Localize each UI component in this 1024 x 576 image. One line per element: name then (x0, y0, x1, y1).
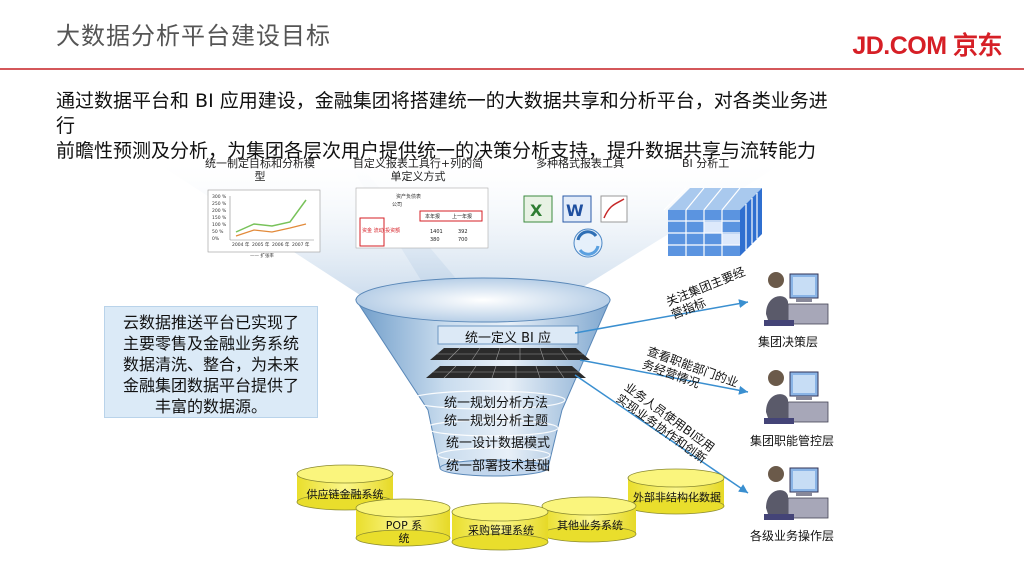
layer-bi-app: 统一定义 BI 应 (464, 331, 552, 346)
callout-line: 金融集团数据平台提供了 (122, 376, 299, 395)
report-cell: 700 (458, 237, 468, 243)
word-icon: W (562, 195, 592, 223)
jd-logo: JD.COM 京东 (852, 32, 1002, 60)
title-divider (0, 68, 1024, 70)
pdf-icon (600, 195, 628, 223)
caption-report: 自定义报表工具行+列的简单定义方式 (352, 157, 484, 183)
svg-text:W: W (566, 201, 584, 220)
bi-cube-icon (663, 187, 762, 256)
user-label-decision: 集团决策层 (758, 335, 819, 349)
user-figure-ops (764, 466, 829, 520)
db-cylinder-external (627, 468, 725, 515)
refresh-icon (573, 228, 603, 258)
report-rows: 资金 流动 投资额 (362, 227, 400, 234)
y-tick: 200 % (212, 208, 227, 214)
excel-icon: X (523, 195, 553, 223)
y-tick: 0% (212, 236, 220, 242)
callout-line: 数据清洗、整合，为未来 (122, 355, 299, 374)
user-figure-mgmt (764, 370, 829, 424)
report-cell: 392 (458, 229, 468, 235)
db-label-pop: POP 系统 (385, 519, 423, 545)
legend: —— 扩张率 (250, 252, 274, 259)
y-tick: 250 % (212, 201, 227, 207)
user-label-ops: 各级业务操作层 (750, 529, 835, 543)
intro-paragraph: 通过数据平台和 BI 应用建设，金融集团将搭建统一的大数据共享和分析平台，对各类… (56, 89, 936, 164)
flow-arrows (574, 299, 749, 494)
report-cell: 1401 (430, 229, 443, 235)
intro-line: 通过数据平台和 BI 应用建设，金融集团将搭建统一的大数据共享和分析平台，对各类… (56, 90, 828, 112)
x-tick: 2005 年 (252, 241, 270, 248)
data-funnel (355, 277, 611, 477)
x-tick: 2004 年 (232, 241, 250, 248)
db-cylinder-pop (355, 498, 451, 547)
db-label-supply-chain: 供应链金融系统 (306, 488, 384, 501)
caption-formats: 多种格式报表工具 (536, 157, 624, 170)
callout-line: 云数据推送平台已实现了 (122, 313, 299, 332)
y-tick: 150 % (212, 215, 227, 221)
db-label-procurement: 采购管理系统 (468, 524, 534, 537)
mini-report-table: 资产负债表 公司 本年报 上一年报 1401 392 380 700 资金 流动… (355, 187, 489, 249)
layer-topic: 统一规划分析主题 (443, 414, 548, 429)
caption-model: 统一制定目标和分析模型 (205, 157, 315, 183)
callout-line: 主要零售及金融业务系统 (122, 334, 299, 353)
layer-design: 统一设计数据模式 (445, 436, 550, 451)
layer-deploy: 统一部署技术基础 (445, 459, 550, 474)
x-tick: 2006 年 (272, 241, 290, 248)
db-cylinder-other (541, 496, 637, 543)
x-tick: 2007 年 (292, 241, 310, 248)
y-tick: 50 % (212, 229, 224, 235)
db-cylinder-procurement (451, 502, 549, 551)
report-title: 资产负债表 (396, 193, 421, 200)
layer-method: 统一规划分析方法 (443, 396, 548, 411)
report-col: 上一年报 (452, 213, 472, 220)
mini-line-chart: 300 % 250 % 200 % 150 % 100 % 50 % 0% 20… (207, 189, 321, 259)
caption-bi: BI 分析工 (682, 157, 730, 170)
intro-line: 前瞻性预测及分析，为集团各层次用户提供统一的决策分析支持，提升数据共享与流转能力 (56, 140, 817, 162)
report-company: 公司 (392, 202, 402, 208)
report-col: 本年报 (425, 213, 440, 220)
y-tick: 300 % (212, 194, 227, 200)
db-label-external: 外部非结构化数据 (633, 491, 721, 504)
callout-line: 丰富的数据源。 (154, 397, 267, 416)
report-cell: 380 (430, 237, 440, 243)
page-title: 大数据分析平台建设目标 (56, 22, 331, 50)
user-figure-decision (764, 272, 829, 326)
intro-line: 行 (56, 115, 76, 137)
svg-text:X: X (530, 201, 543, 220)
db-label-other: 其他业务系统 (557, 519, 623, 532)
datasource-callout: 云数据推送平台已实现了 主要零售及金融业务系统 数据清洗、整合，为未来 金融集团… (104, 306, 318, 418)
user-label-mgmt: 集团职能管控层 (750, 434, 835, 448)
y-tick: 100 % (212, 222, 227, 228)
